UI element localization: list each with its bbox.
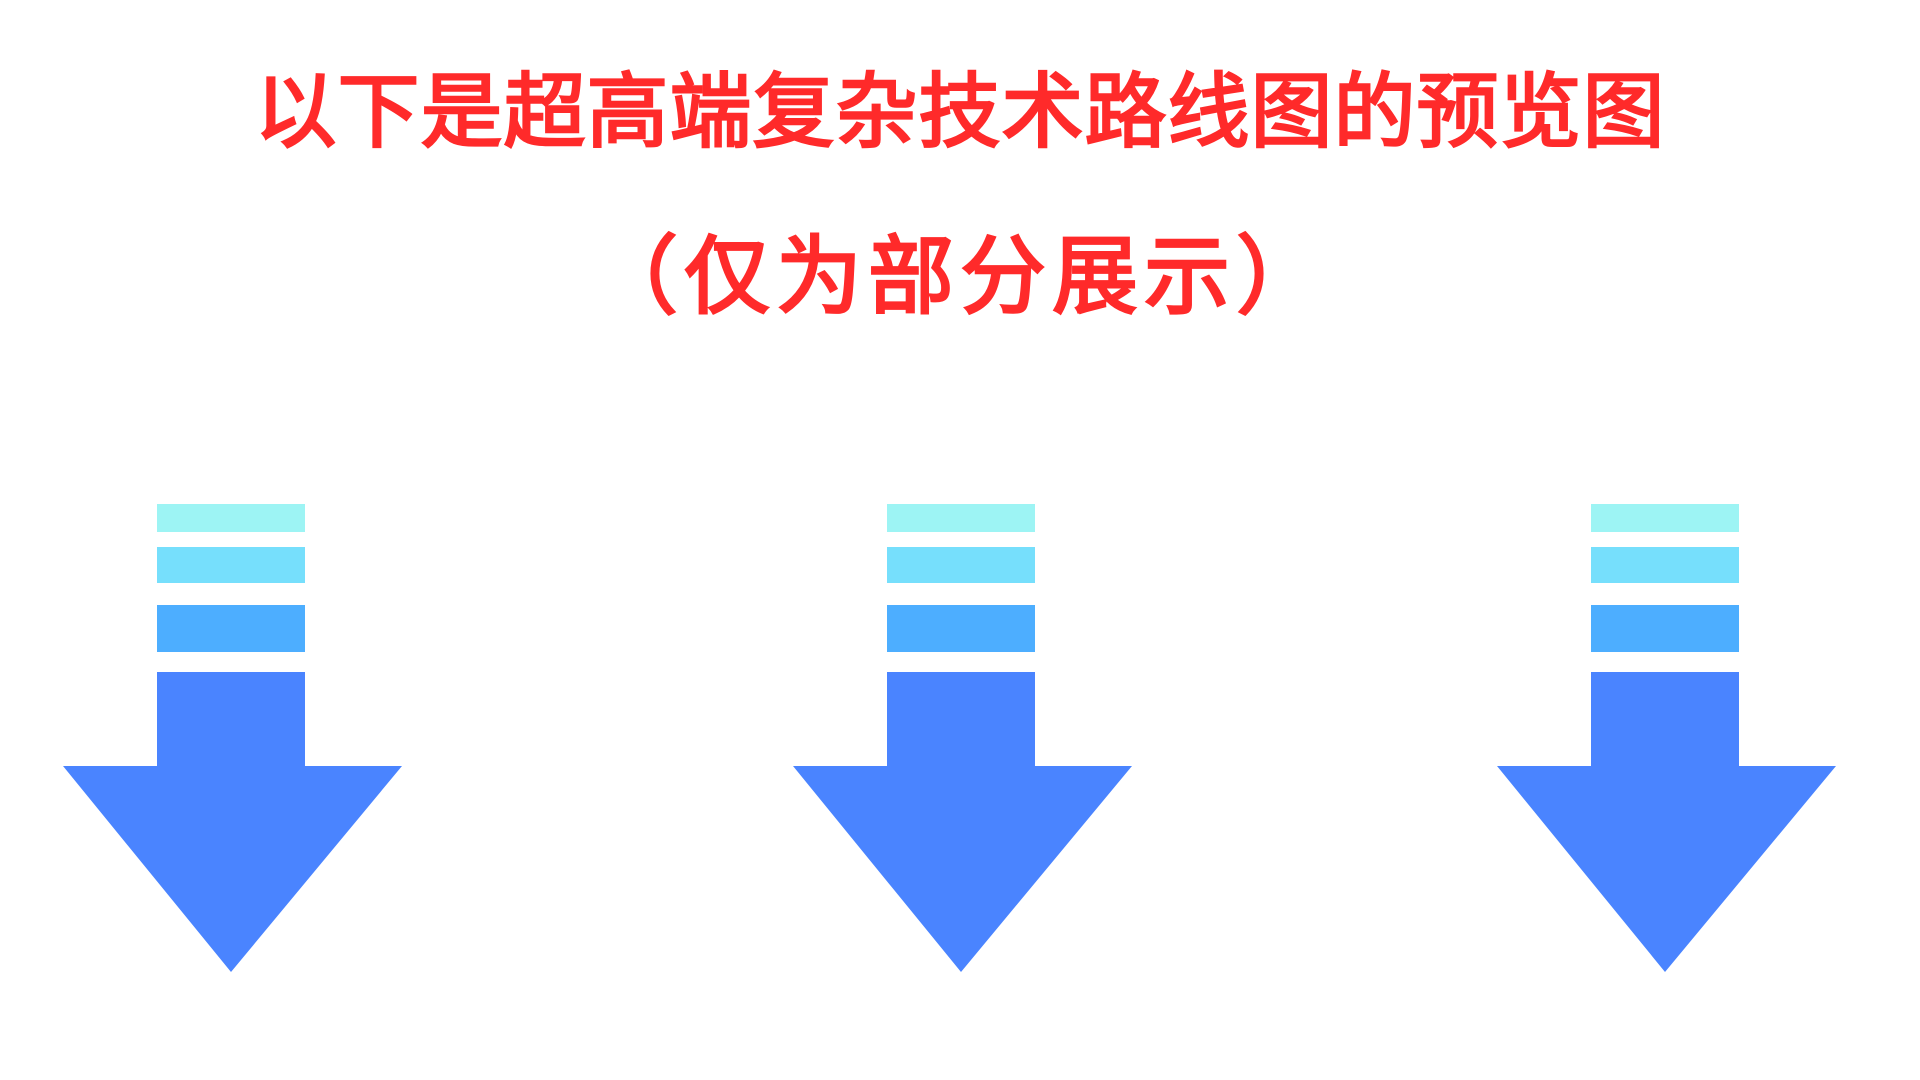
arrow-bar-1 (157, 504, 305, 532)
arrow-bar-3 (887, 605, 1035, 652)
down-arrow-icon (63, 504, 402, 972)
arrow-bar-1 (887, 504, 1035, 532)
down-arrow-icon (1497, 504, 1836, 972)
page-title: 以下是超高端复杂技术路线图的预览图 (254, 65, 1666, 160)
down-arrow-icon (793, 504, 1132, 972)
arrow-head (1497, 672, 1836, 972)
arrow-bar-1 (1591, 504, 1739, 532)
arrow-bar-3 (1591, 605, 1739, 652)
arrow-bar-3 (157, 605, 305, 652)
arrow-bar-2 (157, 547, 305, 583)
arrow-bar-2 (887, 547, 1035, 583)
arrow-head (63, 672, 402, 972)
page-subtitle: （仅为部分展示） (592, 227, 1328, 327)
arrow-head (793, 672, 1132, 972)
arrow-bar-2 (1591, 547, 1739, 583)
